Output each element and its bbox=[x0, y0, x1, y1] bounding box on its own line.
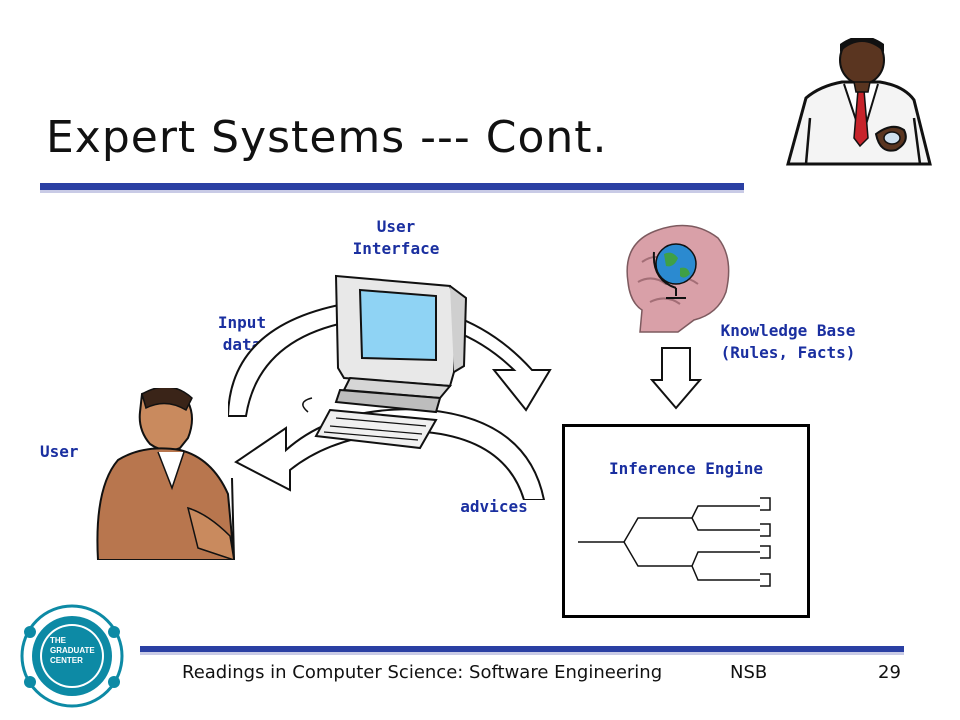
inference-engine-label: Inference Engine bbox=[608, 459, 764, 478]
logo-text: THE GRADUATE CENTER bbox=[50, 636, 95, 665]
title-underline-shadow bbox=[40, 190, 744, 193]
footer-rule bbox=[140, 646, 904, 652]
title-underline bbox=[40, 183, 744, 190]
advices-label: advices bbox=[460, 497, 528, 516]
slide-title: Expert Systems --- Cont. bbox=[46, 112, 608, 163]
footer-rule-shadow bbox=[140, 652, 904, 655]
doctor-illustration bbox=[786, 38, 932, 166]
user-interface-label: User Interface bbox=[352, 217, 440, 258]
decision-tree bbox=[578, 497, 771, 587]
logo-ring bbox=[20, 604, 124, 708]
kb-to-engine-arrow bbox=[650, 347, 702, 410]
footer-course: Readings in Computer Science: Software E… bbox=[182, 662, 663, 683]
footer-author: NSB bbox=[730, 662, 768, 683]
computer-illustration bbox=[302, 274, 468, 450]
knowledge-brain-illustration bbox=[626, 224, 730, 333]
flow-arrows bbox=[228, 301, 552, 500]
knowledge-base-label: Knowledge Base (Rules, Facts) bbox=[720, 321, 856, 362]
user-illustration bbox=[96, 388, 236, 560]
user-label: User bbox=[40, 442, 79, 461]
graduate-center-logo: THE GRADUATE CENTER bbox=[10, 602, 130, 714]
page-number: 29 bbox=[878, 662, 901, 683]
